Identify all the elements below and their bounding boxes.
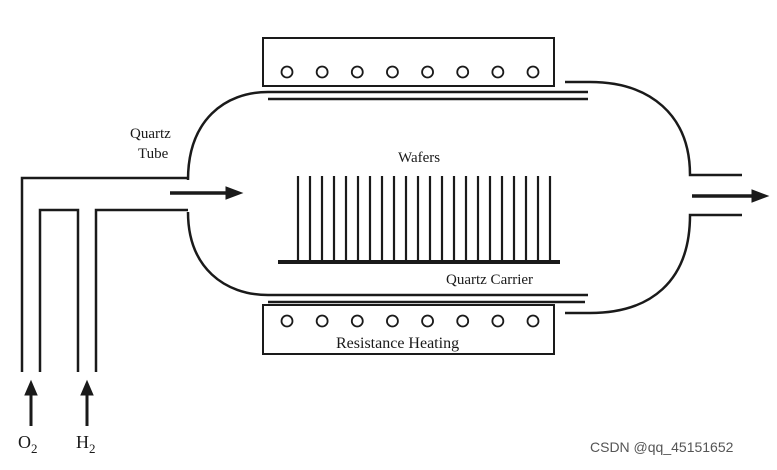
top-heater-box [262,37,555,87]
heater-coil [315,65,329,79]
heater-coil [491,314,505,328]
quartz-tube-label-line2: Tube [138,146,169,162]
heater-coil [421,314,434,328]
heater-coil [386,65,399,79]
inlet-flow-arrow [170,186,244,200]
flow-arrows [24,186,770,426]
quartz-tube-outer-bottom [186,211,588,297]
heater-coil [456,65,470,79]
o2-inlet-arrow [24,379,38,426]
wafers-label: Wafers [398,150,440,166]
top-heater-coils [280,65,540,79]
heater-coil [526,65,540,79]
h2-inlet-arrow [80,379,94,426]
bottom-heater-box [262,304,555,355]
h2-label-sub: 2 [89,441,96,456]
heater-coil [315,314,329,328]
heater-coil [456,314,470,328]
quartz-tube-label-line1: Quartz [130,126,171,142]
quartz-carrier-label: Quartz Carrier [446,272,533,288]
heater-coil [280,314,294,328]
wafers [296,176,552,261]
o2-label: O2 [18,432,38,456]
bottom-heater-coils [280,314,540,328]
heater-coil [350,314,364,328]
heater-coil [280,65,294,79]
o2-inner-pipe [38,208,80,372]
heater-coil [526,314,540,328]
o2-label-sub: 2 [31,441,38,456]
h2-label-main: H [76,432,89,452]
quartz-tube [186,80,742,315]
resistance-heating-label: Resistance Heating [336,335,459,352]
h2-pipe [94,208,188,372]
quartz-tube-outer-top [186,90,588,181]
quartz-tube-right-cap-top [565,80,742,177]
outlet-flow-arrow [692,189,770,203]
o2-outer-pipe [20,176,188,372]
gas-inlet-pipes [20,176,188,372]
bottom-heater [262,304,555,355]
o2-label-main: O [18,432,31,452]
h2-label: H2 [76,432,96,456]
heater-coil [421,65,434,79]
heater-coil [491,65,505,79]
watermark: CSDN @qq_45151652 [590,439,734,455]
heater-coil [350,65,364,79]
quartz-tube-right-cap-bottom [565,213,742,315]
top-heater [262,37,555,87]
heater-coil [386,314,399,328]
